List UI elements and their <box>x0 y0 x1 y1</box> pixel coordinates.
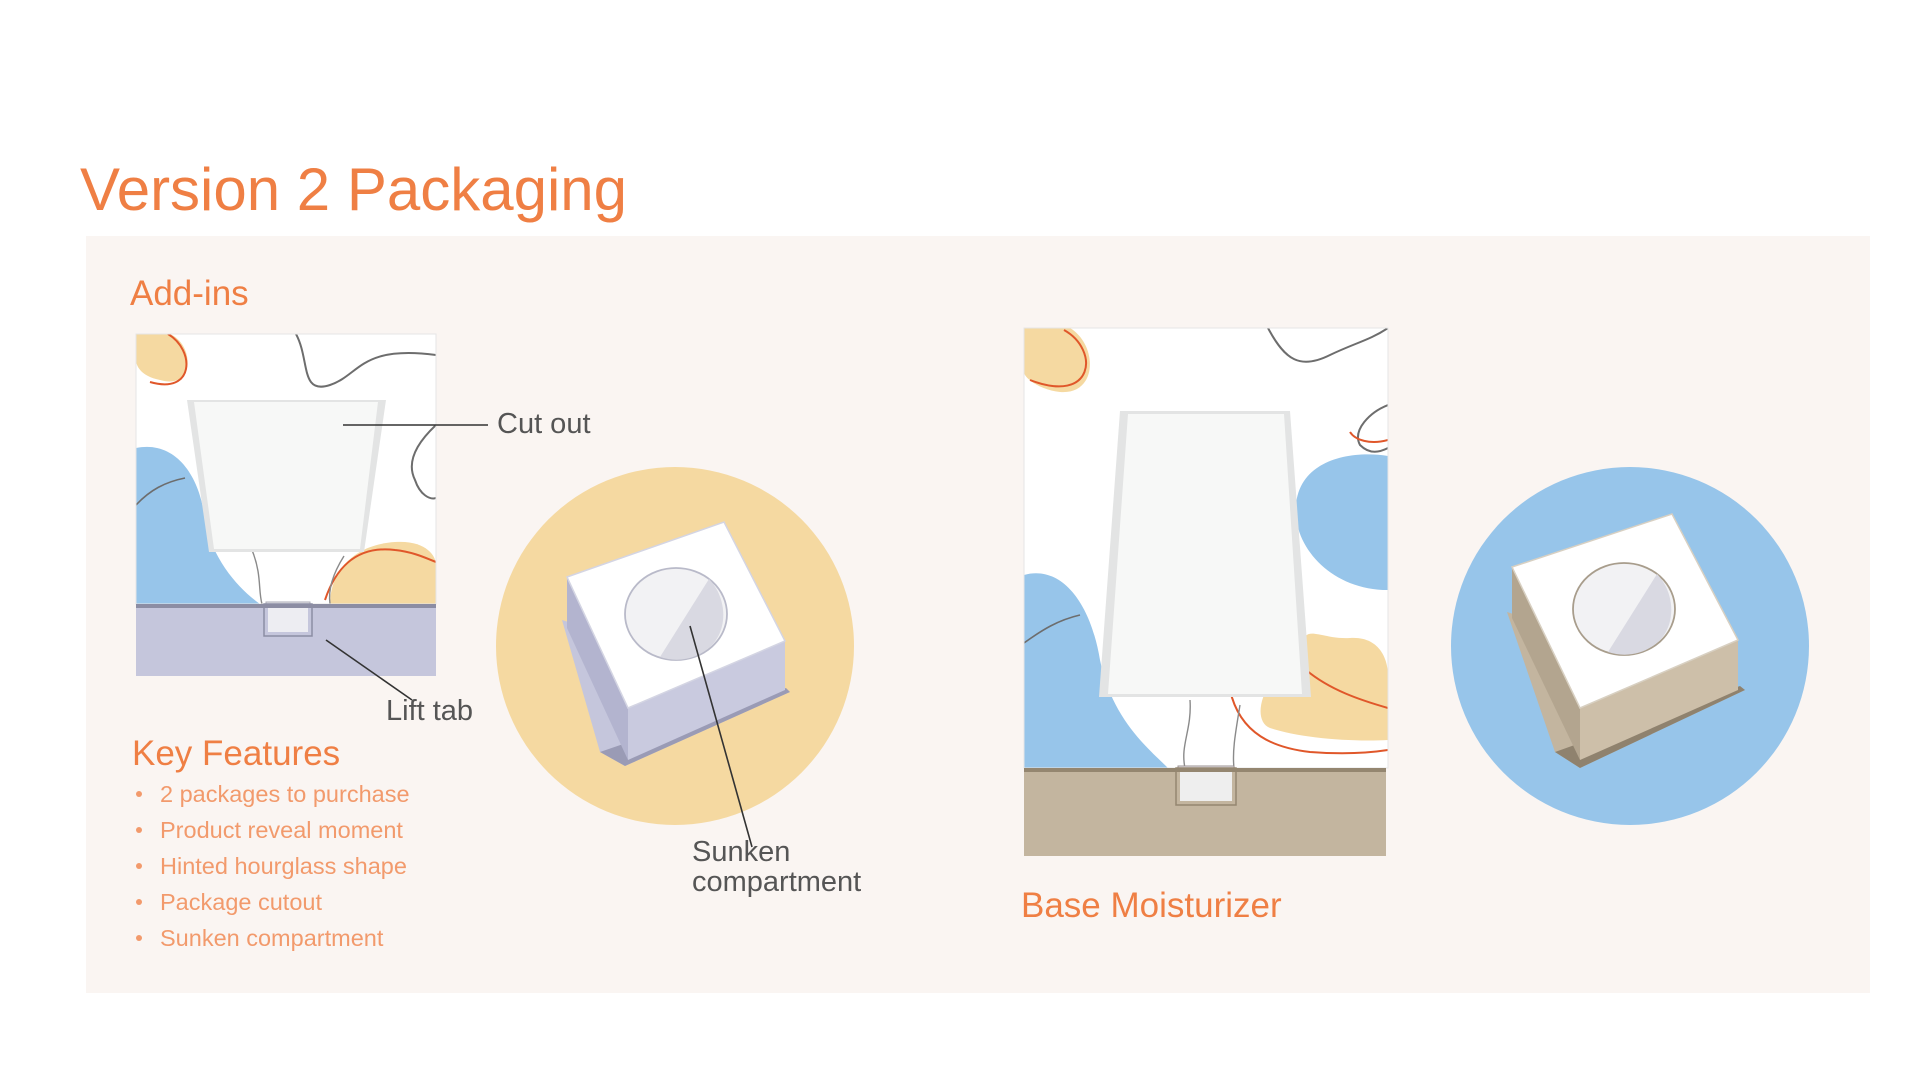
base-moisturizer-heading: Base Moisturizer <box>1021 886 1282 925</box>
key-features-heading: Key Features <box>132 734 341 773</box>
addins-heading: Add-ins <box>130 274 249 313</box>
callout-sunken-line2: compartment <box>692 865 862 898</box>
page-title: Version 2 Packaging <box>80 156 628 223</box>
callout-sunken-compartment: Sunken compartment <box>692 836 862 898</box>
list-item: Product reveal moment <box>133 812 410 848</box>
list-item: Hinted hourglass shape <box>133 848 410 884</box>
callout-cut-out: Cut out <box>497 408 591 440</box>
base-box-front-view <box>1023 327 1389 856</box>
key-features-list: 2 packages to purchase Product reveal mo… <box>133 776 410 956</box>
callout-lift-tab: Lift tab <box>386 695 474 727</box>
list-item: Package cutout <box>133 884 410 920</box>
addin-box-isometric-view <box>496 467 854 848</box>
list-item: Sunken compartment <box>133 920 410 956</box>
base-box-isometric-view <box>1451 467 1809 825</box>
callout-sunken-line1: Sunken <box>692 836 791 868</box>
list-item: 2 packages to purchase <box>133 776 410 812</box>
addin-box-front-view <box>135 333 488 701</box>
